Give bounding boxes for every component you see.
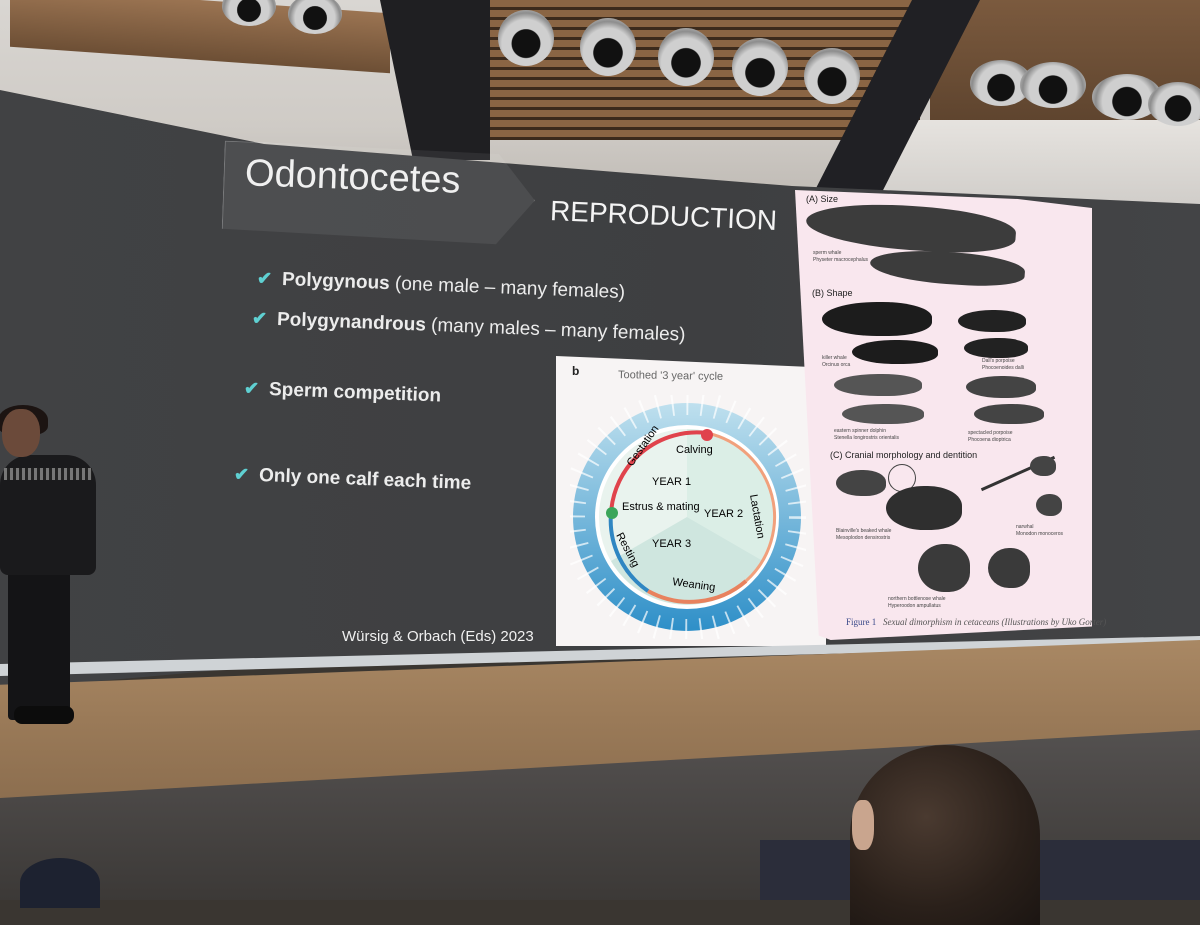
- ring-segments: [570, 395, 806, 639]
- audience-member-face: [852, 800, 874, 850]
- bottlenose-whale-male-head-icon: [918, 544, 970, 592]
- label-killer-whale-latin: Orcinus orca: [822, 362, 851, 368]
- spotlight: [1148, 82, 1200, 126]
- spectacled-porpoise-male-icon: [966, 376, 1036, 398]
- label-spectacled-porpoise: spectacled porpoise: [968, 430, 1013, 436]
- year-3-sector: [611, 517, 763, 605]
- label-spinner-dolphin: eastern spinner dolphin: [834, 428, 886, 434]
- spinner-dolphin-male-icon: [834, 374, 922, 396]
- dalls-porpoise-female-icon: [964, 338, 1028, 358]
- spotlight: [288, 0, 342, 34]
- label-bottlenose-whale: northern bottlenose whale: [888, 596, 946, 602]
- label-beaked-whale: Blainville's beaked whale: [836, 528, 892, 534]
- label-narwhal: narwhal: [1016, 524, 1034, 530]
- label-narwhal-latin: Monodon monoceros: [1016, 531, 1063, 537]
- speaker-head: [2, 409, 40, 457]
- weaning-arc: [647, 579, 748, 604]
- narwhal-female-head-icon: [1036, 494, 1062, 516]
- figure-title: Toothed '3 year' cycle: [617, 369, 724, 383]
- spotlight: [1020, 62, 1086, 108]
- label-sperm-whale: sperm whale: [813, 250, 842, 256]
- check-icon: ✔: [256, 268, 273, 289]
- gestation-arc: [609, 430, 708, 514]
- spotlight: [658, 28, 714, 86]
- label-spectacled-porpoise-latin: Phocoena dioptrica: [968, 437, 1011, 443]
- killer-whale-female-icon: [852, 340, 938, 364]
- figure-label: Figure 1: [846, 617, 877, 627]
- speaker-jacket-stripe: [4, 468, 92, 480]
- beaked-whale-male-head-icon: [886, 486, 962, 530]
- label-dalls-porpoise-latin: Phocoenoides dalli: [982, 365, 1024, 371]
- year-2-label: YEAR 2: [704, 508, 743, 520]
- label-beaked-whale-latin: Mesoplodon densirostris: [836, 535, 891, 541]
- estrus-label: Estrus & mating: [622, 501, 700, 513]
- label-spinner-dolphin-latin: Stenella longirostris orientalis: [834, 435, 900, 441]
- spotlight: [498, 10, 554, 66]
- spotlight: [580, 18, 636, 76]
- audience-member-left: [20, 858, 100, 908]
- speaker-shoe: [14, 706, 74, 724]
- section-size-heading: (A) Size: [806, 194, 839, 204]
- dalls-porpoise-male-icon: [958, 310, 1026, 332]
- weaning-label: Weaning: [672, 576, 716, 594]
- label-bottlenose-whale-latin: Hyperoodon ampullatus: [888, 603, 941, 609]
- spotlight: [804, 48, 860, 104]
- spinner-dolphin-female-icon: [842, 404, 924, 424]
- figure-letter: b: [572, 364, 580, 378]
- citation: Würsig & Orbach (Eds) 2023: [342, 628, 534, 645]
- check-icon: ✔: [251, 308, 268, 329]
- label-dalls-porpoise: Dall's porpoise: [982, 358, 1015, 364]
- calving-dot: [701, 429, 713, 441]
- slide-title: Odontocetes: [244, 152, 462, 202]
- bottlenose-whale-female-head-icon: [988, 548, 1030, 588]
- figure-caption-text: Sexual dimorphism in cetaceans (Illustra…: [883, 617, 1107, 627]
- beaked-whale-head-icon: [836, 470, 886, 496]
- check-icon: ✔: [243, 378, 260, 399]
- killer-whale-male-icon: [822, 302, 932, 336]
- narwhal-head-icon: [1030, 456, 1056, 476]
- label-sperm-whale-latin: Physeter macrocephalus: [813, 257, 869, 263]
- year-3-label: YEAR 3: [652, 538, 691, 550]
- section-cranial-heading: (C) Cranial morphology and dentition: [830, 450, 978, 460]
- cycle-diagram: YEAR 1 YEAR 2 YEAR 3 Gestation Calving L…: [570, 395, 806, 639]
- label-killer-whale: killer whale: [822, 355, 847, 361]
- check-icon: ✔: [233, 464, 250, 485]
- figure-caption: Figure 1 Sexual dimorphism in cetaceans …: [846, 617, 1106, 627]
- calving-label: Calving: [676, 444, 713, 456]
- resting-arc: [608, 512, 650, 593]
- lactation-arc: [706, 431, 776, 583]
- year-1-label: YEAR 1: [652, 476, 691, 488]
- speaker-legs: [8, 570, 70, 720]
- section-shape-heading: (B) Shape: [812, 288, 853, 298]
- spotlight: [732, 38, 788, 96]
- spectacled-porpoise-female-icon: [974, 404, 1044, 424]
- mating-dot: [606, 507, 618, 519]
- audience-member-head: [850, 745, 1040, 925]
